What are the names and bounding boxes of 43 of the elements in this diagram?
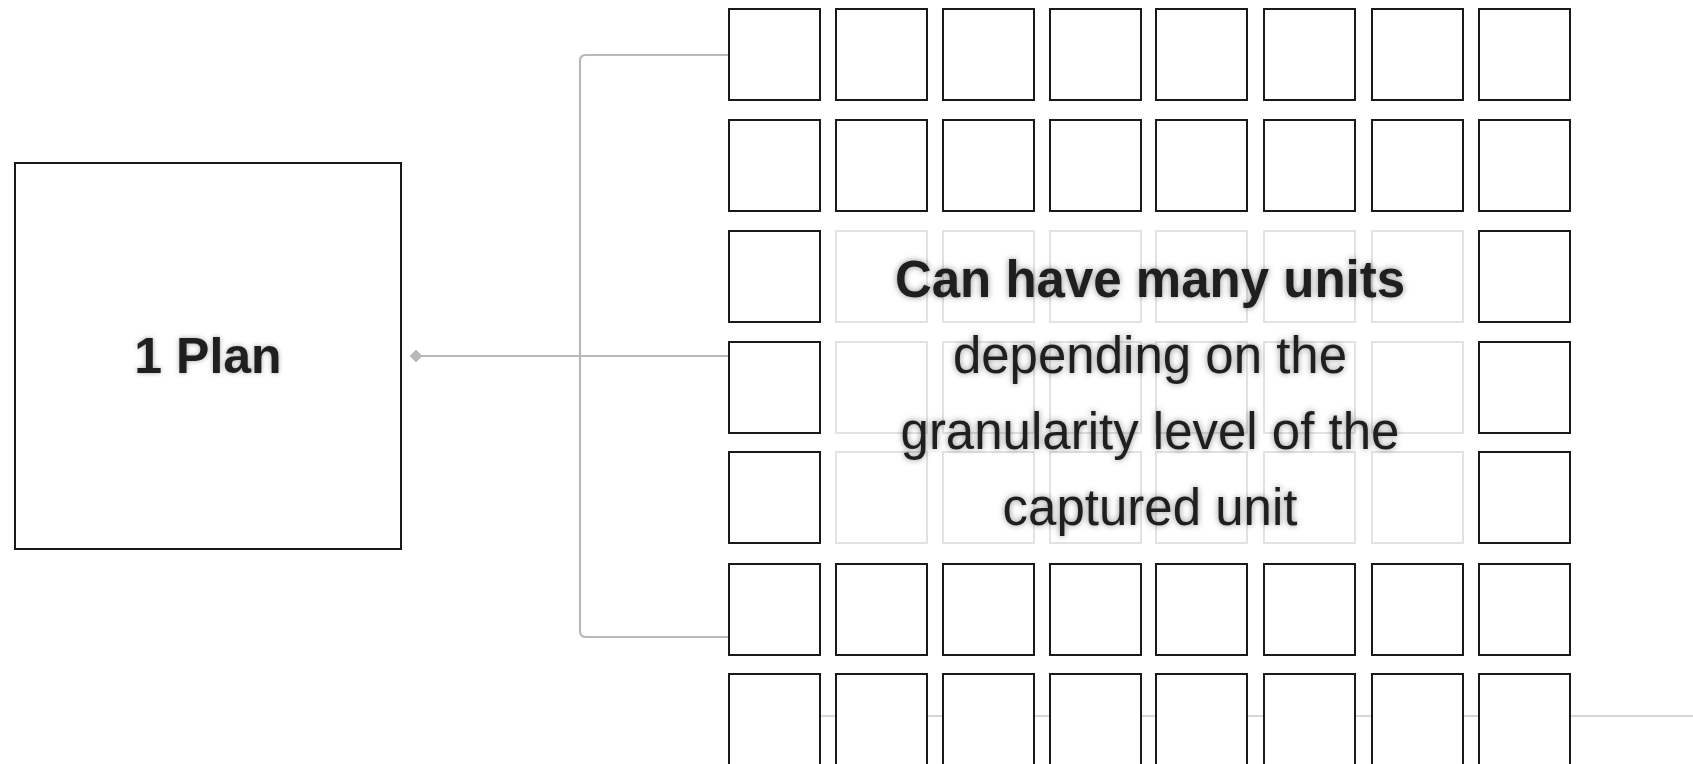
plan-box — [14, 162, 402, 550]
unit-square — [1049, 563, 1142, 656]
unit-square — [1263, 119, 1356, 212]
unit-square — [728, 451, 821, 544]
unit-square — [1478, 8, 1571, 101]
unit-square — [728, 119, 821, 212]
unit-square — [942, 563, 1035, 656]
unit-square — [1049, 673, 1142, 764]
unit-square — [1371, 451, 1464, 544]
unit-square — [835, 673, 928, 764]
unit-square — [1155, 8, 1248, 101]
unit-square — [1371, 673, 1464, 764]
unit-square — [942, 673, 1035, 764]
unit-square — [1155, 563, 1248, 656]
connector-line — [410, 350, 728, 639]
unit-square — [1371, 563, 1464, 656]
unit-square — [835, 8, 928, 101]
unit-square — [1478, 341, 1571, 434]
unit-square — [1263, 8, 1356, 101]
unit-square — [1371, 119, 1464, 212]
unit-square — [1049, 8, 1142, 101]
unit-square — [942, 119, 1035, 212]
unit-square — [1478, 230, 1571, 323]
unit-square — [1049, 119, 1142, 212]
unit-square — [728, 341, 821, 434]
unit-square — [835, 119, 928, 212]
unit-square — [1263, 673, 1356, 764]
unit-square — [728, 230, 821, 323]
unit-square — [1371, 8, 1464, 101]
unit-square — [1263, 563, 1356, 656]
unit-square — [1155, 119, 1248, 212]
unit-square — [728, 673, 821, 764]
plan-label: 1 Plan — [134, 327, 282, 385]
unit-square — [1478, 119, 1571, 212]
unit-square — [728, 563, 821, 656]
unit-square — [1478, 451, 1571, 544]
unit-square — [1478, 673, 1571, 764]
annotation-text: Can have many units depending on the granularity level of the captured unit — [893, 250, 1407, 538]
unit-square — [1155, 673, 1248, 764]
unit-square — [835, 563, 928, 656]
unit-square — [1478, 563, 1571, 656]
unit-square — [728, 8, 821, 101]
unit-square — [942, 8, 1035, 101]
